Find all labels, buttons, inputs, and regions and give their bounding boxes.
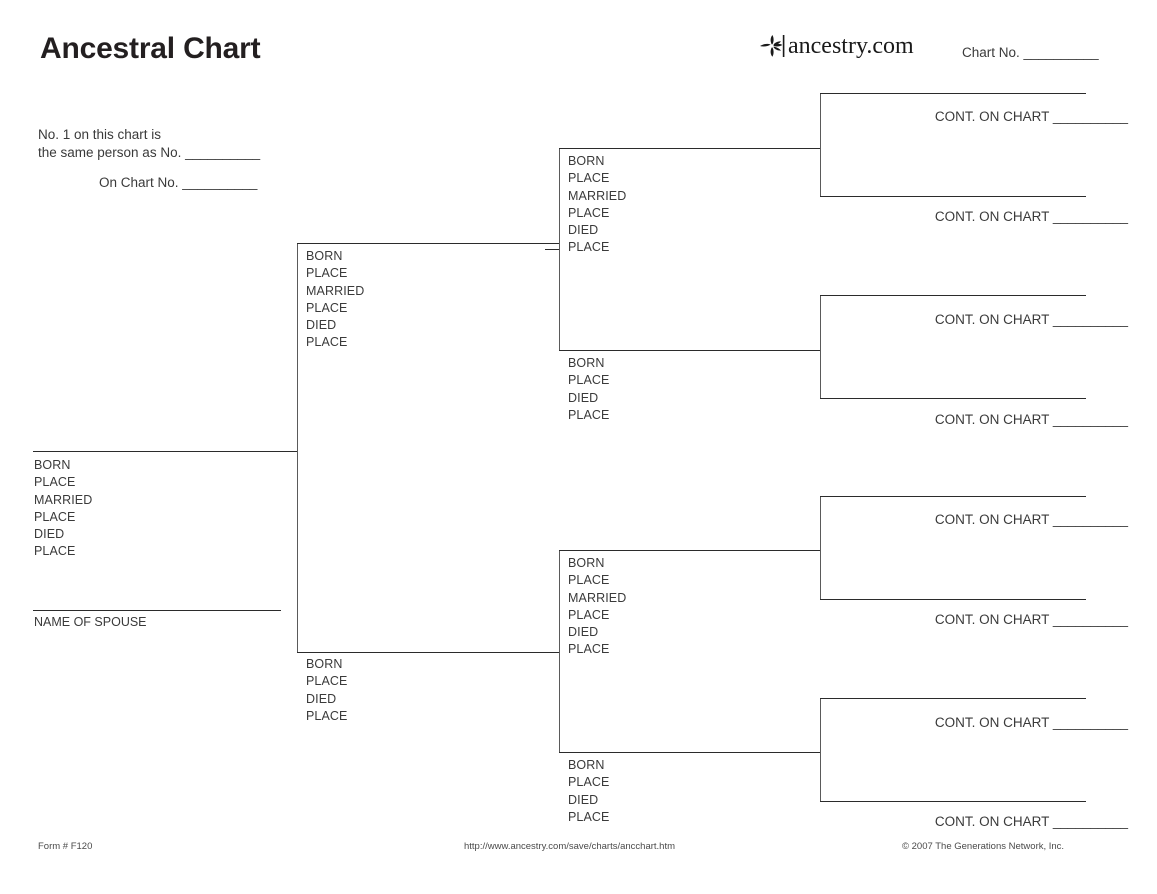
ancestry-leaf-icon <box>760 35 785 57</box>
gen3-mgf-field-place-marr: PLACE <box>568 607 610 622</box>
gen2-connector-stub <box>281 451 298 452</box>
gen2-mother-field-place-died: PLACE <box>306 708 348 723</box>
note-line-2[interactable]: the same person as No. __________ <box>38 145 261 160</box>
gen3-pgm-name-line[interactable] <box>559 350 821 351</box>
gen3-mgf-field-married: MARRIED <box>568 590 627 605</box>
gen4-b4-connector-stub <box>807 752 821 753</box>
gen3-mgf-field-place-died: PLACE <box>568 642 610 657</box>
gen3-pgm-field-born: BORN <box>568 356 605 370</box>
chart-cross-reference-note: No. 1 on this chart is the same person a… <box>38 126 260 162</box>
gen2-father-field-place-died: PLACE <box>306 335 348 350</box>
footer-form-number: Form # F120 <box>38 841 93 852</box>
person1-field-place-died: PLACE <box>34 544 76 559</box>
gen3-lower-connector-stub <box>545 652 560 653</box>
person1-field-place-marr: PLACE <box>34 509 76 524</box>
gen3-mgf-name-line[interactable] <box>559 550 821 551</box>
gen4-b1-spine <box>820 93 821 196</box>
chart-no-field[interactable]: Chart No. __________ <box>962 45 1099 60</box>
gen4-b2-spine <box>820 295 821 398</box>
gen3-pgf-field-married: MARRIED <box>568 188 627 203</box>
gen3-mgm-fields: BORN PLACE DIED PLACE <box>568 757 610 826</box>
gen4-b2-connector-stub <box>807 350 821 351</box>
person1-field-place-born: PLACE <box>34 475 76 490</box>
gen4-ggp8-name-line[interactable] <box>820 801 1086 802</box>
gen2-father-field-died: DIED <box>306 318 337 333</box>
ancestry-logo: ancestry.com <box>758 32 914 60</box>
gen3-mgm-field-died: DIED <box>568 792 599 807</box>
gen3-pgf-fields: BORN PLACE MARRIED PLACE DIED PLACE <box>568 153 626 257</box>
person1-field-married: MARRIED <box>34 492 93 507</box>
gen3-mgf-fields: BORN PLACE MARRIED PLACE DIED PLACE <box>568 555 626 659</box>
gen4-b1-connector-stub <box>807 148 821 149</box>
gen4-ggp3-cont-chart[interactable]: CONT. ON CHART __________ <box>934 312 1128 327</box>
gen3-mgf-field-died: DIED <box>568 625 599 640</box>
gen3-pgf-field-place-marr: PLACE <box>568 205 610 220</box>
gen4-ggp4-cont-chart[interactable]: CONT. ON CHART __________ <box>934 412 1128 427</box>
gen4-ggp7-cont-chart[interactable]: CONT. ON CHART __________ <box>934 715 1128 730</box>
person1-spouse-label: NAME OF SPOUSE <box>34 615 147 629</box>
gen3-pgf-field-place-died: PLACE <box>568 240 610 255</box>
person1-fields: BORN PLACE MARRIED PLACE DIED PLACE <box>34 457 92 561</box>
gen4-ggp7-name-line[interactable] <box>820 698 1086 699</box>
gen2-mother-name-line[interactable] <box>297 652 559 653</box>
person1-field-died: DIED <box>34 527 65 542</box>
gen2-father-fields: BORN PLACE MARRIED PLACE DIED PLACE <box>306 248 364 352</box>
gen4-b4-spine <box>820 698 821 801</box>
gen3-pgf-field-place-born: PLACE <box>568 171 610 186</box>
gen4-b3-connector-stub <box>807 550 821 551</box>
gen4-ggp2-name-line[interactable] <box>820 196 1086 197</box>
ancestry-wordmark: ancestry.com <box>788 33 914 59</box>
gen3-pgm-field-place-died: PLACE <box>568 407 610 422</box>
gen2-mother-field-born: BORN <box>306 657 343 671</box>
gen3-pgm-fields: BORN PLACE DIED PLACE <box>568 355 610 424</box>
gen3-mgf-field-place-born: PLACE <box>568 573 610 588</box>
page-title: Ancestral Chart <box>40 32 261 65</box>
gen2-father-name-line[interactable] <box>297 243 559 244</box>
gen2-father-field-married: MARRIED <box>306 283 365 298</box>
gen3-mgm-name-line[interactable] <box>559 752 821 753</box>
gen2-bracket-spine <box>297 243 298 653</box>
gen3-lower-bracket-spine <box>559 550 560 753</box>
gen2-mother-field-place-born: PLACE <box>306 674 348 689</box>
gen2-father-field-place-marr: PLACE <box>306 300 348 315</box>
gen3-pgf-name-line[interactable] <box>559 148 821 149</box>
gen2-mother-fields: BORN PLACE DIED PLACE <box>306 656 348 725</box>
gen3-upper-connector-stub <box>545 249 560 250</box>
gen4-ggp1-cont-chart[interactable]: CONT. ON CHART __________ <box>934 109 1128 124</box>
gen2-father-field-place-born: PLACE <box>306 266 348 281</box>
gen2-mother-field-died: DIED <box>306 691 337 706</box>
gen3-mgf-field-born: BORN <box>568 556 605 570</box>
gen4-ggp8-cont-chart[interactable]: CONT. ON CHART __________ <box>934 814 1128 829</box>
gen3-pgf-field-died: DIED <box>568 223 599 238</box>
gen4-ggp1-name-line[interactable] <box>820 93 1086 94</box>
gen3-pgm-field-place-born: PLACE <box>568 373 610 388</box>
gen3-upper-bracket-spine <box>559 148 560 351</box>
note-on-chart-no[interactable]: On Chart No. __________ <box>99 175 258 190</box>
gen2-father-field-born: BORN <box>306 249 343 263</box>
gen4-b3-spine <box>820 496 821 599</box>
person1-name-line[interactable] <box>33 451 298 452</box>
gen4-ggp4-name-line[interactable] <box>820 398 1086 399</box>
gen3-mgm-field-place-born: PLACE <box>568 775 610 790</box>
footer-copyright: © 2007 The Generations Network, Inc. <box>902 841 1065 852</box>
gen3-mgm-field-born: BORN <box>568 758 605 772</box>
gen4-ggp2-cont-chart[interactable]: CONT. ON CHART __________ <box>934 209 1128 224</box>
gen3-mgm-field-place-died: PLACE <box>568 809 610 824</box>
gen3-pgm-field-died: DIED <box>568 390 599 405</box>
note-line-1: No. 1 on this chart is <box>38 127 162 142</box>
gen4-ggp5-name-line[interactable] <box>820 496 1086 497</box>
gen3-pgf-field-born: BORN <box>568 154 605 168</box>
footer-url[interactable]: http://www.ancestry.com/save/charts/ancc… <box>464 841 676 852</box>
person1-field-born: BORN <box>34 458 71 472</box>
gen4-ggp6-cont-chart[interactable]: CONT. ON CHART __________ <box>934 612 1128 627</box>
gen4-ggp6-name-line[interactable] <box>820 599 1086 600</box>
gen4-ggp5-cont-chart[interactable]: CONT. ON CHART __________ <box>934 512 1128 527</box>
person1-spouse-line[interactable] <box>33 610 281 611</box>
gen4-ggp3-name-line[interactable] <box>820 295 1086 296</box>
